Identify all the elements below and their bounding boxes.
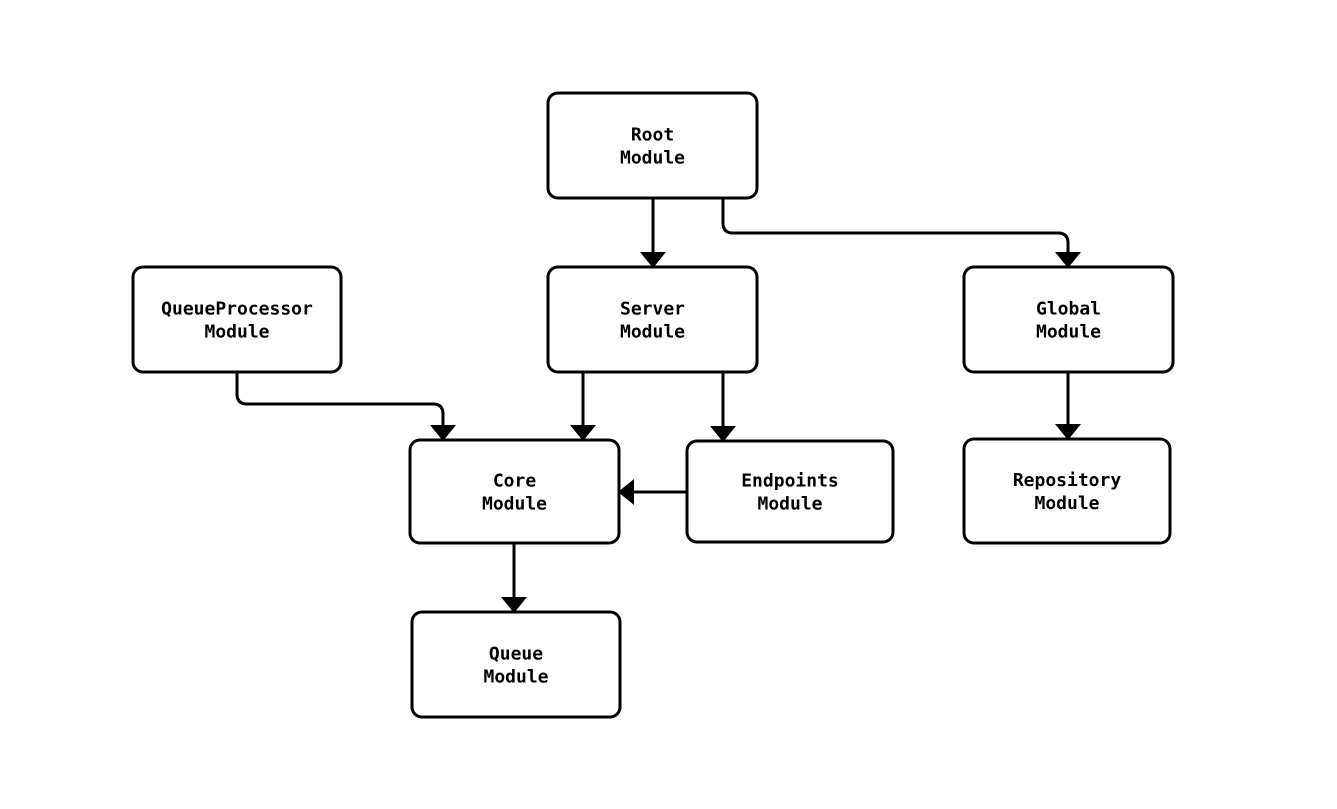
node-root-box	[546, 91, 759, 200]
edge-queueprocessor-to-core	[235, 372, 456, 441]
node-repository-label-line: Module	[1034, 493, 1099, 514]
node-root-label-line: Module	[620, 148, 685, 169]
node-repository-label-line: Repository	[1013, 470, 1122, 491]
node-queueprocessor-label-line: QueueProcessor	[161, 299, 313, 320]
node-endpoints-box	[685, 439, 895, 544]
node-server-label-line: Module	[620, 322, 685, 343]
node-core-box	[408, 438, 621, 545]
node-global-label-line: Module	[1036, 322, 1101, 343]
node-global-box	[962, 265, 1175, 374]
edge-root-to-global	[721, 198, 1081, 268]
node-core-label-line: Core	[493, 471, 537, 492]
node-core-label-line: Module	[482, 494, 547, 515]
node-endpoints-label-line: Endpoints	[741, 471, 839, 492]
node-endpoints-label-line: Module	[757, 494, 822, 515]
node-queue-label-line: Queue	[489, 644, 543, 665]
node-server-box	[546, 265, 759, 374]
node-queueprocessor-box	[131, 265, 343, 374]
node-queue-box	[410, 610, 622, 719]
node-repository-box	[962, 437, 1172, 545]
node-queue-label-line: Module	[483, 667, 548, 688]
node-server-label-line: Server	[620, 299, 685, 320]
node-global-label-line: Global	[1036, 299, 1101, 320]
node-queueprocessor-label-line: Module	[204, 322, 269, 343]
node-root-label-line: Root	[631, 125, 674, 146]
